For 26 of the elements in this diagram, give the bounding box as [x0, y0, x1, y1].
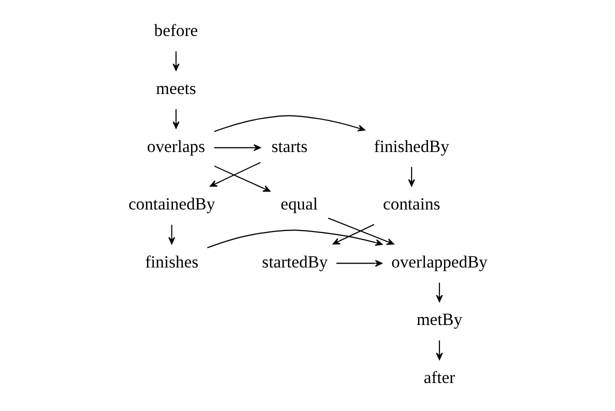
arrow: [214, 144, 260, 152]
node-text: finishes: [144, 252, 198, 272]
arrow: [436, 282, 442, 302]
node-text: equal: [280, 194, 318, 214]
arrow: [172, 51, 179, 71]
arrow: [168, 224, 175, 244]
node-text: meets: [156, 78, 196, 98]
node-text: containedBy: [128, 194, 215, 214]
arrow: [408, 166, 415, 186]
node-text: overlappedBy: [390, 252, 487, 272]
arrow: [209, 162, 260, 187]
node-text: metBy: [416, 310, 462, 330]
node-text: starts: [270, 136, 308, 156]
node-text: contains: [382, 194, 440, 214]
arrow: [328, 218, 394, 245]
node-text: after: [423, 368, 455, 388]
arrow: [436, 340, 442, 360]
arrow: [332, 224, 374, 245]
node-text: before: [154, 21, 198, 40]
node-text: overlaps: [146, 136, 205, 156]
node-text: startedBy: [262, 252, 328, 272]
arrow: [214, 115, 365, 132]
arrow: [206, 230, 382, 248]
arrow: [172, 109, 179, 129]
arrow: [336, 260, 382, 267]
node-text: finishedBy: [374, 136, 449, 156]
